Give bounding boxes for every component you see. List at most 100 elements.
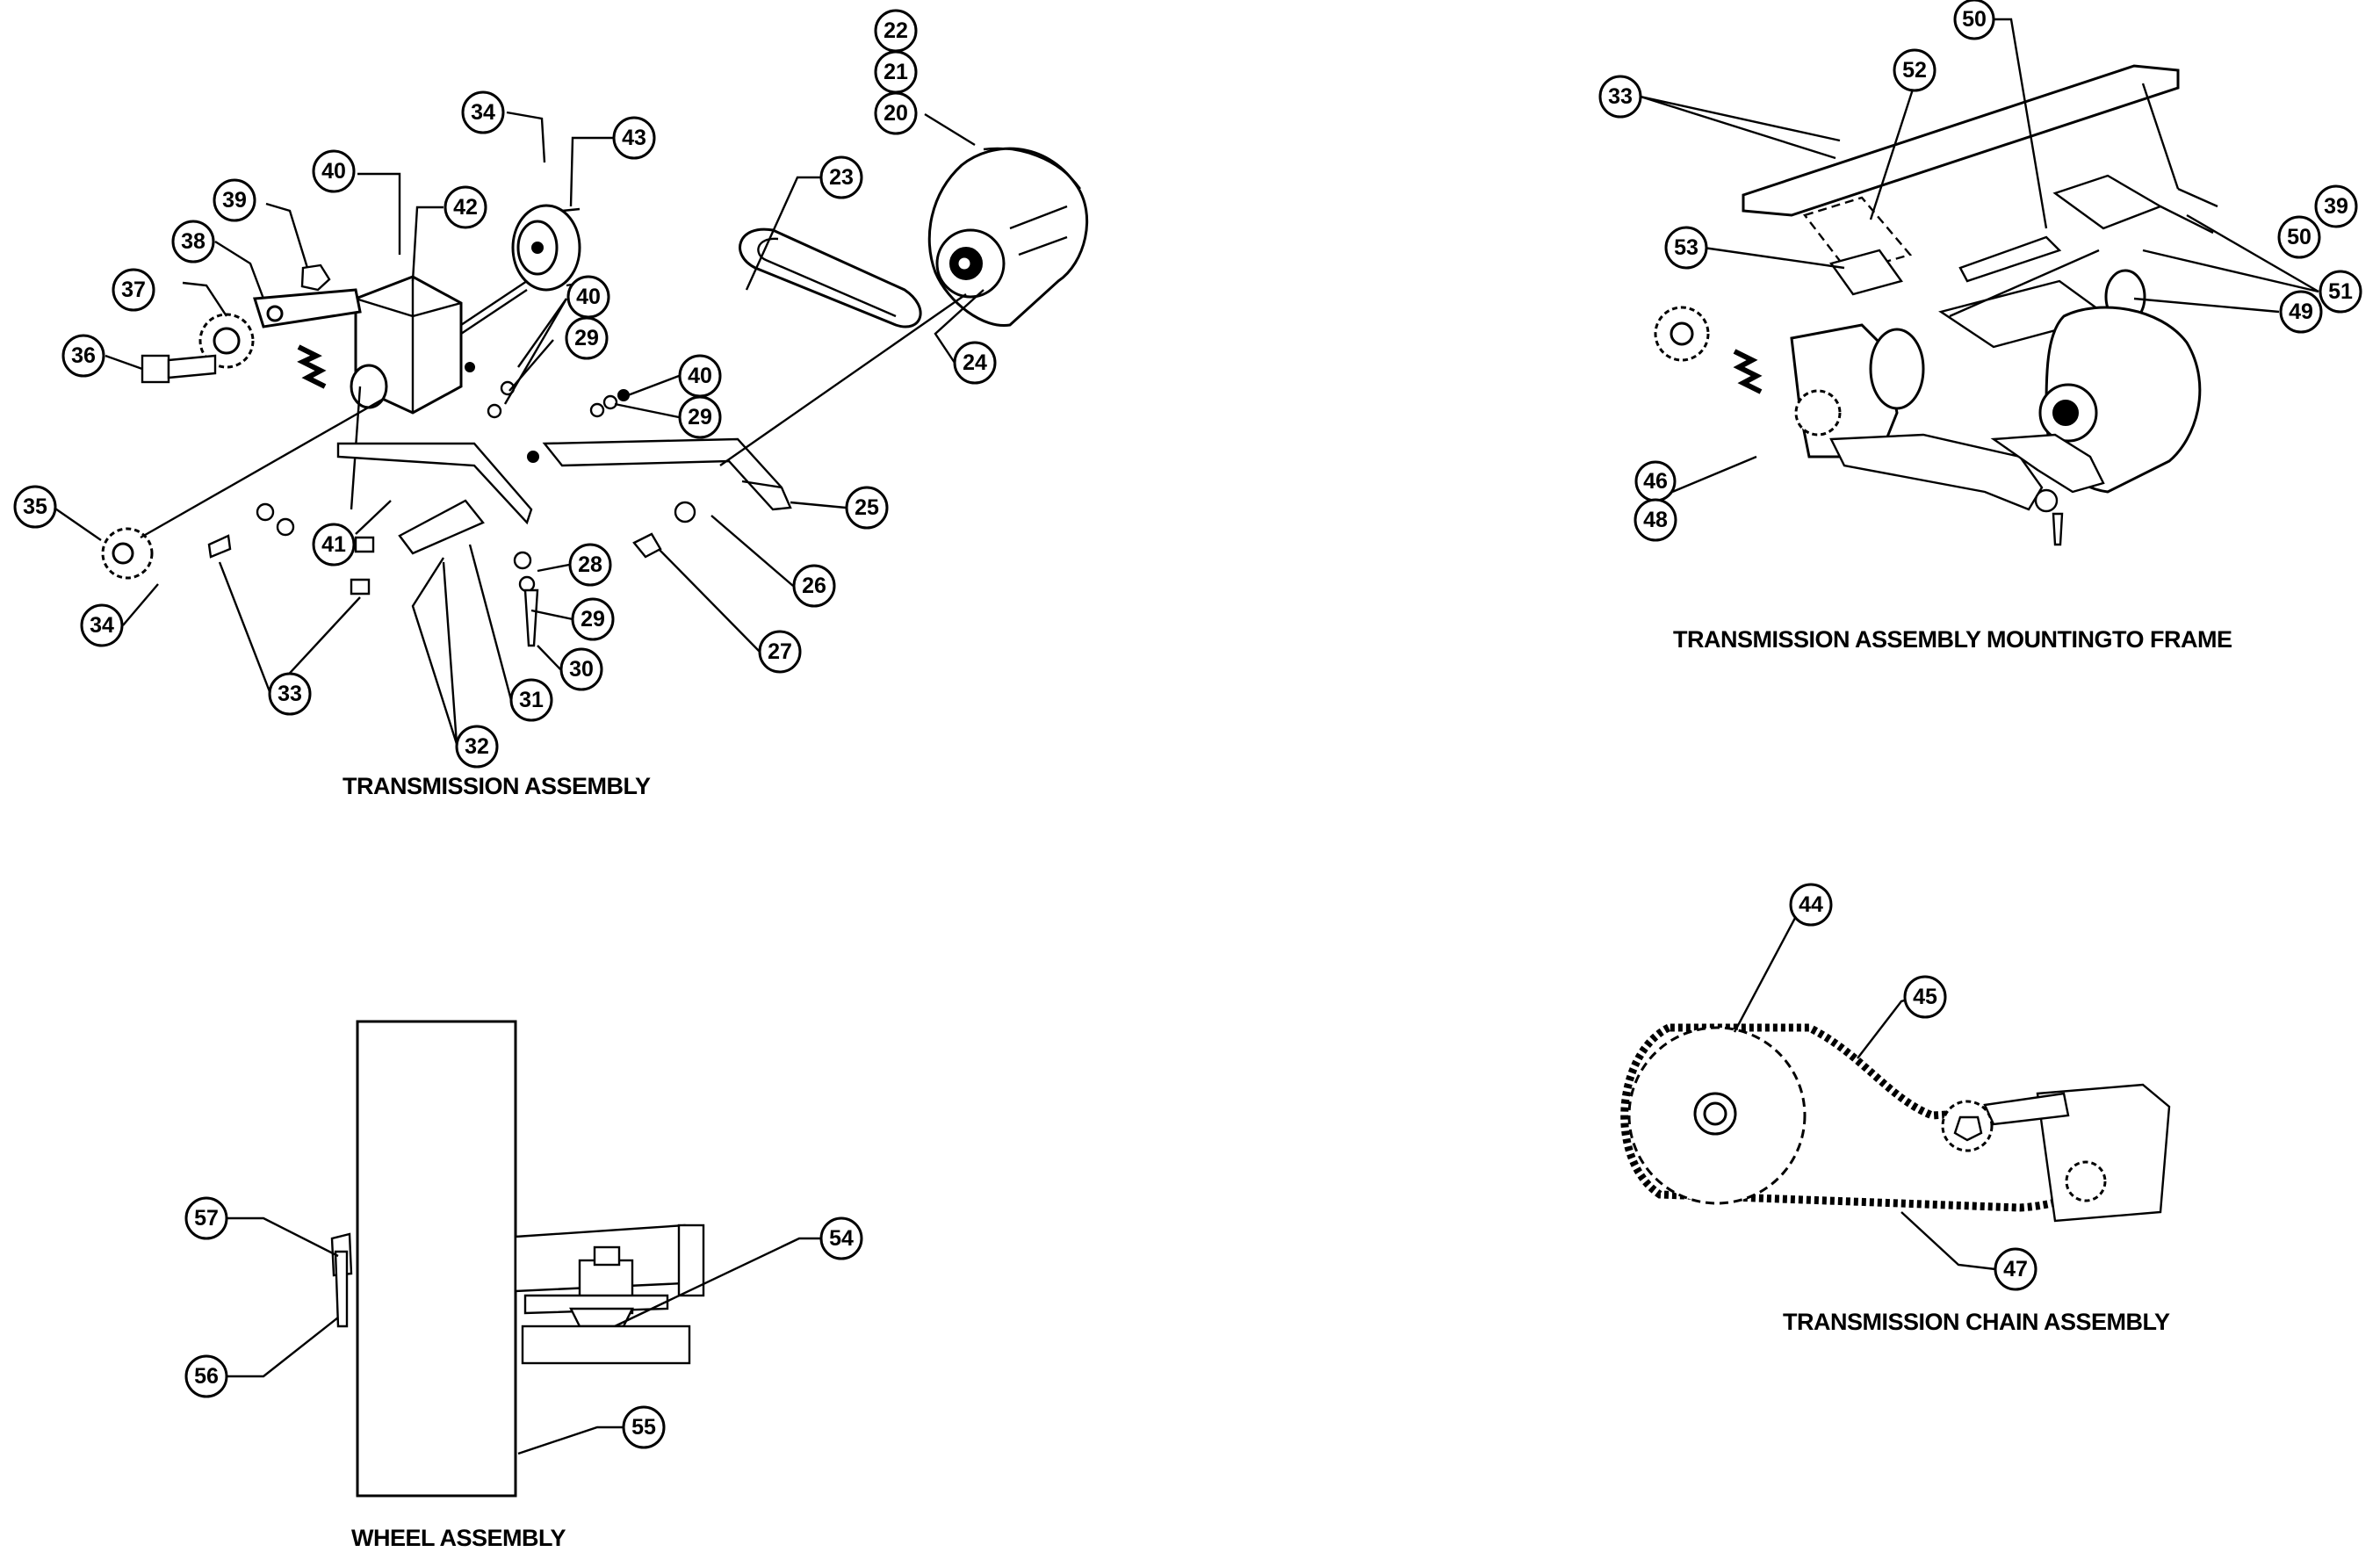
hardware <box>207 362 696 647</box>
callout-36: 36 <box>61 334 105 378</box>
callout-45: 45 <box>1903 975 1947 1019</box>
callout-42: 42 <box>444 185 487 229</box>
callout-25: 25 <box>845 486 889 530</box>
callout-55: 55 <box>622 1405 666 1449</box>
caption-mounting-to-frame: TRANSMISSION ASSEMBLY MOUNTINGTO FRAME <box>1673 626 2232 653</box>
callout-43: 43 <box>612 116 656 160</box>
svg-text:42: 42 <box>453 195 478 220</box>
callout-44: 44 <box>1789 883 1833 927</box>
callout-52: 52 <box>1893 48 1936 92</box>
svg-text:46: 46 <box>1643 469 1668 494</box>
callout-29-lower: 29 <box>571 597 615 641</box>
wheel-assembly-drawing <box>227 1020 821 1498</box>
svg-text:56: 56 <box>194 1364 219 1389</box>
callout-23: 23 <box>819 155 863 199</box>
callout-29-upper: 29 <box>565 316 609 360</box>
svg-text:47: 47 <box>2003 1257 2028 1281</box>
callout-51: 51 <box>2319 270 2362 314</box>
sprocket-35 <box>101 527 154 580</box>
svg-text:44: 44 <box>1799 892 1823 917</box>
callout-39-frame: 39 <box>2314 184 2358 228</box>
callout-57: 57 <box>184 1196 228 1240</box>
frame-mounting-drawing <box>1640 18 2319 546</box>
svg-text:30: 30 <box>569 657 594 682</box>
callout-50-right: 50 <box>2277 215 2321 259</box>
svg-text:40: 40 <box>321 159 346 184</box>
callout-53: 53 <box>1664 226 1708 270</box>
svg-text:33: 33 <box>278 682 302 706</box>
callout-48: 48 <box>1634 498 1677 542</box>
sprocket-left-upper <box>198 313 255 369</box>
svg-text:29: 29 <box>574 326 599 350</box>
svg-text:37: 37 <box>121 278 146 302</box>
svg-text:24: 24 <box>963 350 987 375</box>
svg-text:55: 55 <box>631 1415 656 1440</box>
svg-text:50: 50 <box>2287 225 2311 249</box>
idler-arm-25 <box>542 293 967 511</box>
leader-lines-frame <box>1640 18 2319 501</box>
callout-28: 28 <box>568 543 612 587</box>
callout-38: 38 <box>171 220 215 263</box>
svg-text:26: 26 <box>802 574 826 598</box>
callout-32: 32 <box>455 725 499 769</box>
bolt-36 <box>141 354 217 384</box>
callout-29-right: 29 <box>678 395 722 439</box>
callout-20: 20 <box>874 91 918 135</box>
pulley <box>511 204 582 292</box>
chain-assembly-drawing <box>1620 904 2171 1271</box>
svg-text:48: 48 <box>1643 508 1668 532</box>
svg-text:29: 29 <box>581 607 605 632</box>
svg-text:35: 35 <box>23 494 47 519</box>
svg-text:57: 57 <box>194 1206 219 1231</box>
svg-text:34: 34 <box>90 613 114 638</box>
callout-46: 46 <box>1634 460 1677 502</box>
svg-text:34: 34 <box>471 100 495 125</box>
engine <box>927 147 1089 328</box>
callout-35: 35 <box>13 485 57 529</box>
callout-33-frame: 33 <box>1598 75 1642 119</box>
leader-lines-transmission <box>52 111 984 745</box>
callout-21: 21 <box>874 50 918 94</box>
callout-56: 56 <box>184 1354 228 1398</box>
svg-text:22: 22 <box>883 18 908 43</box>
callout-50-top: 50 <box>1953 0 1995 40</box>
callout-39: 39 <box>213 178 256 222</box>
callout-34-lower: 34 <box>80 603 124 647</box>
callout-49: 49 <box>2279 290 2323 334</box>
transmission-assembly-drawing <box>52 111 1089 745</box>
callout-40-upper: 40 <box>312 149 356 193</box>
svg-text:49: 49 <box>2289 300 2313 324</box>
nut-39 <box>300 263 331 292</box>
svg-text:39: 39 <box>2324 194 2348 219</box>
v-belt <box>739 227 922 328</box>
svg-text:50: 50 <box>1962 7 1987 32</box>
svg-text:33: 33 <box>1608 84 1633 109</box>
bracket-41 <box>336 442 533 555</box>
svg-text:36: 36 <box>71 343 96 368</box>
svg-text:41: 41 <box>321 532 346 557</box>
svg-text:40: 40 <box>688 364 712 388</box>
svg-text:38: 38 <box>181 229 206 254</box>
svg-text:45: 45 <box>1913 985 1937 1009</box>
shift-arm <box>253 288 362 328</box>
svg-text:51: 51 <box>2328 279 2353 304</box>
svg-text:43: 43 <box>622 126 646 150</box>
svg-text:53: 53 <box>1674 235 1698 260</box>
svg-text:21: 21 <box>883 60 908 84</box>
callout-26: 26 <box>792 564 836 608</box>
svg-text:28: 28 <box>578 552 602 577</box>
caption-wheel-assembly: WHEEL ASSEMBLY <box>351 1525 566 1551</box>
callout-34-upper: 34 <box>461 90 505 134</box>
callout-27: 27 <box>758 630 802 674</box>
svg-text:25: 25 <box>855 495 879 520</box>
svg-text:23: 23 <box>829 165 854 190</box>
gearbox <box>350 275 528 415</box>
svg-text:52: 52 <box>1902 58 1927 83</box>
callout-40-mid: 40 <box>566 275 610 319</box>
svg-text:54: 54 <box>829 1226 854 1251</box>
callout-54: 54 <box>819 1216 863 1260</box>
callout-31: 31 <box>509 678 553 722</box>
svg-text:40: 40 <box>576 285 601 309</box>
callout-33: 33 <box>268 672 312 716</box>
